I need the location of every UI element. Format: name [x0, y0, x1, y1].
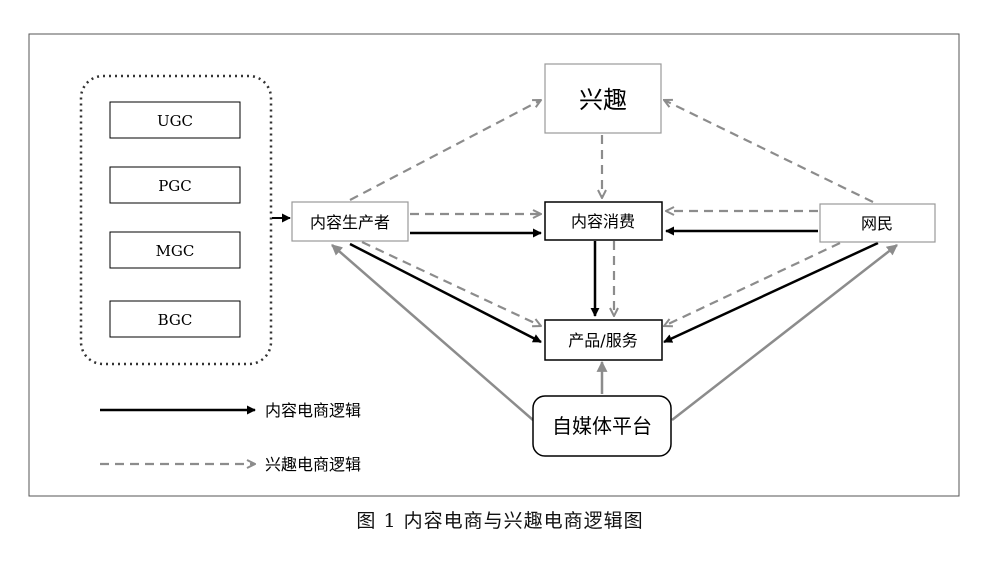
source-pgc-label: PGC [158, 177, 192, 195]
node-netizen-label: 网民 [861, 214, 893, 233]
legend: 内容电商逻辑 兴趣电商逻辑 [100, 401, 361, 474]
outer-frame [28, 33, 960, 497]
logic-diagram: UGC PGC MGC BGC 兴趣 内容生产者 内容消费 [28, 33, 960, 497]
source-pgc: PGC [109, 166, 241, 204]
node-interest-label: 兴趣 [579, 86, 627, 114]
arrow-dashed-producer-to-interest [349, 100, 541, 201]
arrow-dashed-netizen-to-product [664, 242, 841, 326]
node-product: 产品/服务 [544, 319, 663, 361]
node-platform-label: 自媒体平台 [552, 414, 652, 438]
source-mgc: MGC [109, 231, 241, 269]
arrow-platform-to-producer [331, 244, 534, 421]
node-consumption-label: 内容消费 [571, 212, 635, 231]
source-bgc: BGC [109, 300, 241, 338]
arrow-platform-to-netizen [671, 244, 898, 421]
node-platform: 自媒体平台 [532, 395, 672, 457]
figure-caption: 图 1 内容电商与兴趣电商逻辑图 [356, 510, 644, 532]
node-consumption: 内容消费 [544, 201, 663, 241]
arrow-dashed-netizen-to-interest [664, 100, 874, 203]
node-producer: 内容生产者 [291, 201, 409, 242]
source-bgc-label: BGC [158, 311, 193, 329]
source-ugc-label: UGC [157, 112, 193, 130]
source-ugc: UGC [109, 101, 241, 139]
legend-solid-label: 内容电商逻辑 [265, 401, 361, 420]
node-product-label: 产品/服务 [568, 331, 637, 350]
arrow-solid-netizen-to-product [663, 241, 879, 344]
legend-dashed-label: 兴趣电商逻辑 [265, 455, 361, 474]
node-interest: 兴趣 [544, 63, 662, 134]
source-mgc-label: MGC [156, 242, 195, 260]
content-source-group [79, 74, 273, 366]
node-netizen: 网民 [819, 203, 936, 243]
arrow-dashed-producer-to-product [361, 241, 541, 326]
node-producer-label: 内容生产者 [310, 213, 390, 232]
arrow-solid-producer-to-product [349, 242, 542, 344]
